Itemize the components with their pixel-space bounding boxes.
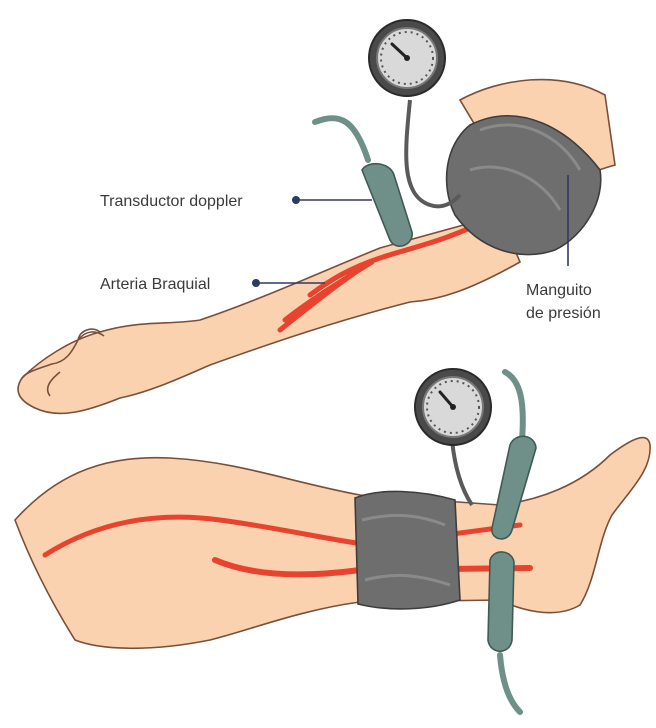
probe-cable-leg-upper xyxy=(505,372,523,440)
leader-dot-transducer xyxy=(292,196,300,204)
doppler-probe-leg-lower xyxy=(488,552,514,651)
label-cuff-line1: Manguito xyxy=(526,282,592,299)
leader-dot-artery xyxy=(252,279,260,287)
leg-illustration xyxy=(15,369,650,712)
probe-cable-arm xyxy=(315,118,368,160)
probe-cable-leg-lower xyxy=(500,655,520,712)
arm-illustration xyxy=(18,20,615,413)
leg-shape xyxy=(15,438,650,649)
label-transducer: Transductor doppler xyxy=(100,193,243,210)
label-cuff-line2: de presión xyxy=(526,305,601,322)
pressure-cuff-leg xyxy=(355,491,460,609)
gauge-leg xyxy=(415,369,491,445)
doppler-probe-arm xyxy=(362,164,412,247)
gauge-tube-leg xyxy=(452,440,472,505)
gauge-arm xyxy=(369,20,445,96)
label-artery: Arteria Braquial xyxy=(100,276,210,293)
